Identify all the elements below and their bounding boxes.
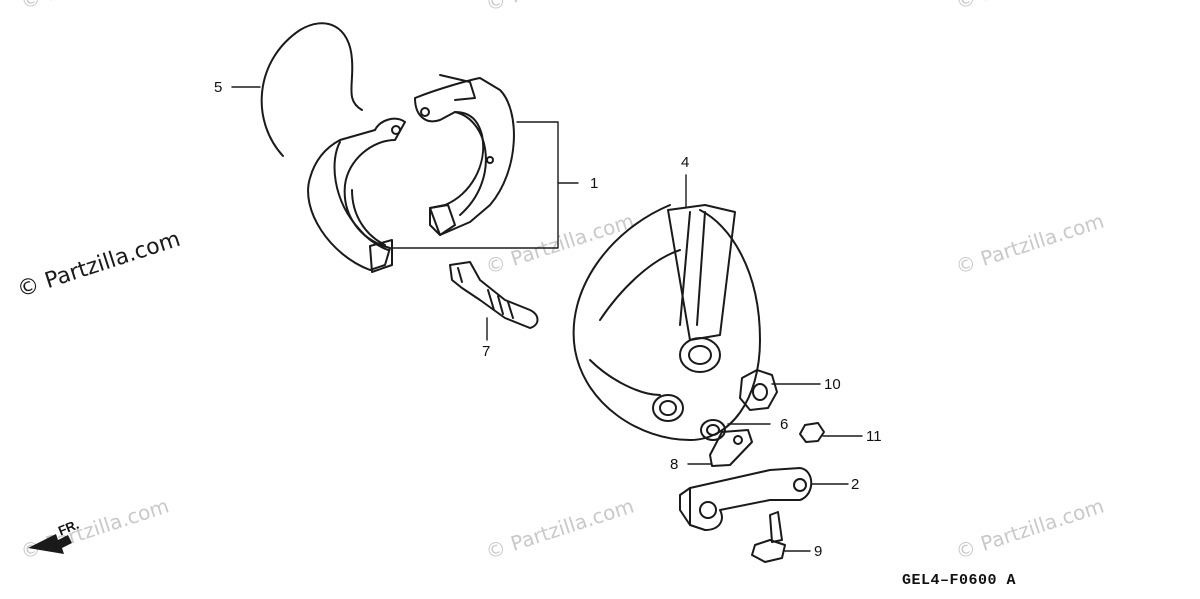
washer-part-6: [700, 419, 726, 441]
callout-2: 2: [851, 476, 860, 493]
callout-1: 1: [590, 175, 599, 192]
callout-5: 5: [214, 79, 223, 96]
small-nut-part-11: [799, 422, 825, 443]
callout-6: 6: [780, 416, 789, 433]
callout-8: 8: [670, 456, 679, 473]
diagram-code: GEL4–F0600 A: [902, 572, 1017, 589]
brake-shoe-right: [414, 74, 515, 236]
callout-9: 9: [814, 543, 823, 560]
spring-part-5: [260, 22, 363, 157]
callout-4: 4: [681, 154, 690, 171]
callout-10: 10: [824, 376, 841, 393]
nut-part-10: [739, 369, 778, 411]
callout-7: 7: [482, 343, 491, 360]
cam-shaft-part-7: [449, 261, 539, 329]
leader-lines: [231, 86, 863, 552]
front-direction-arrow: [28, 534, 72, 554]
bolt-part-9: [751, 511, 786, 563]
brake-shoe-left: [307, 117, 406, 273]
brake-arm-part-2: [679, 467, 813, 531]
indicator-plate-part-8: [709, 429, 753, 467]
callout-11: 11: [866, 428, 882, 445]
brake-panel-part-4: [572, 204, 761, 441]
